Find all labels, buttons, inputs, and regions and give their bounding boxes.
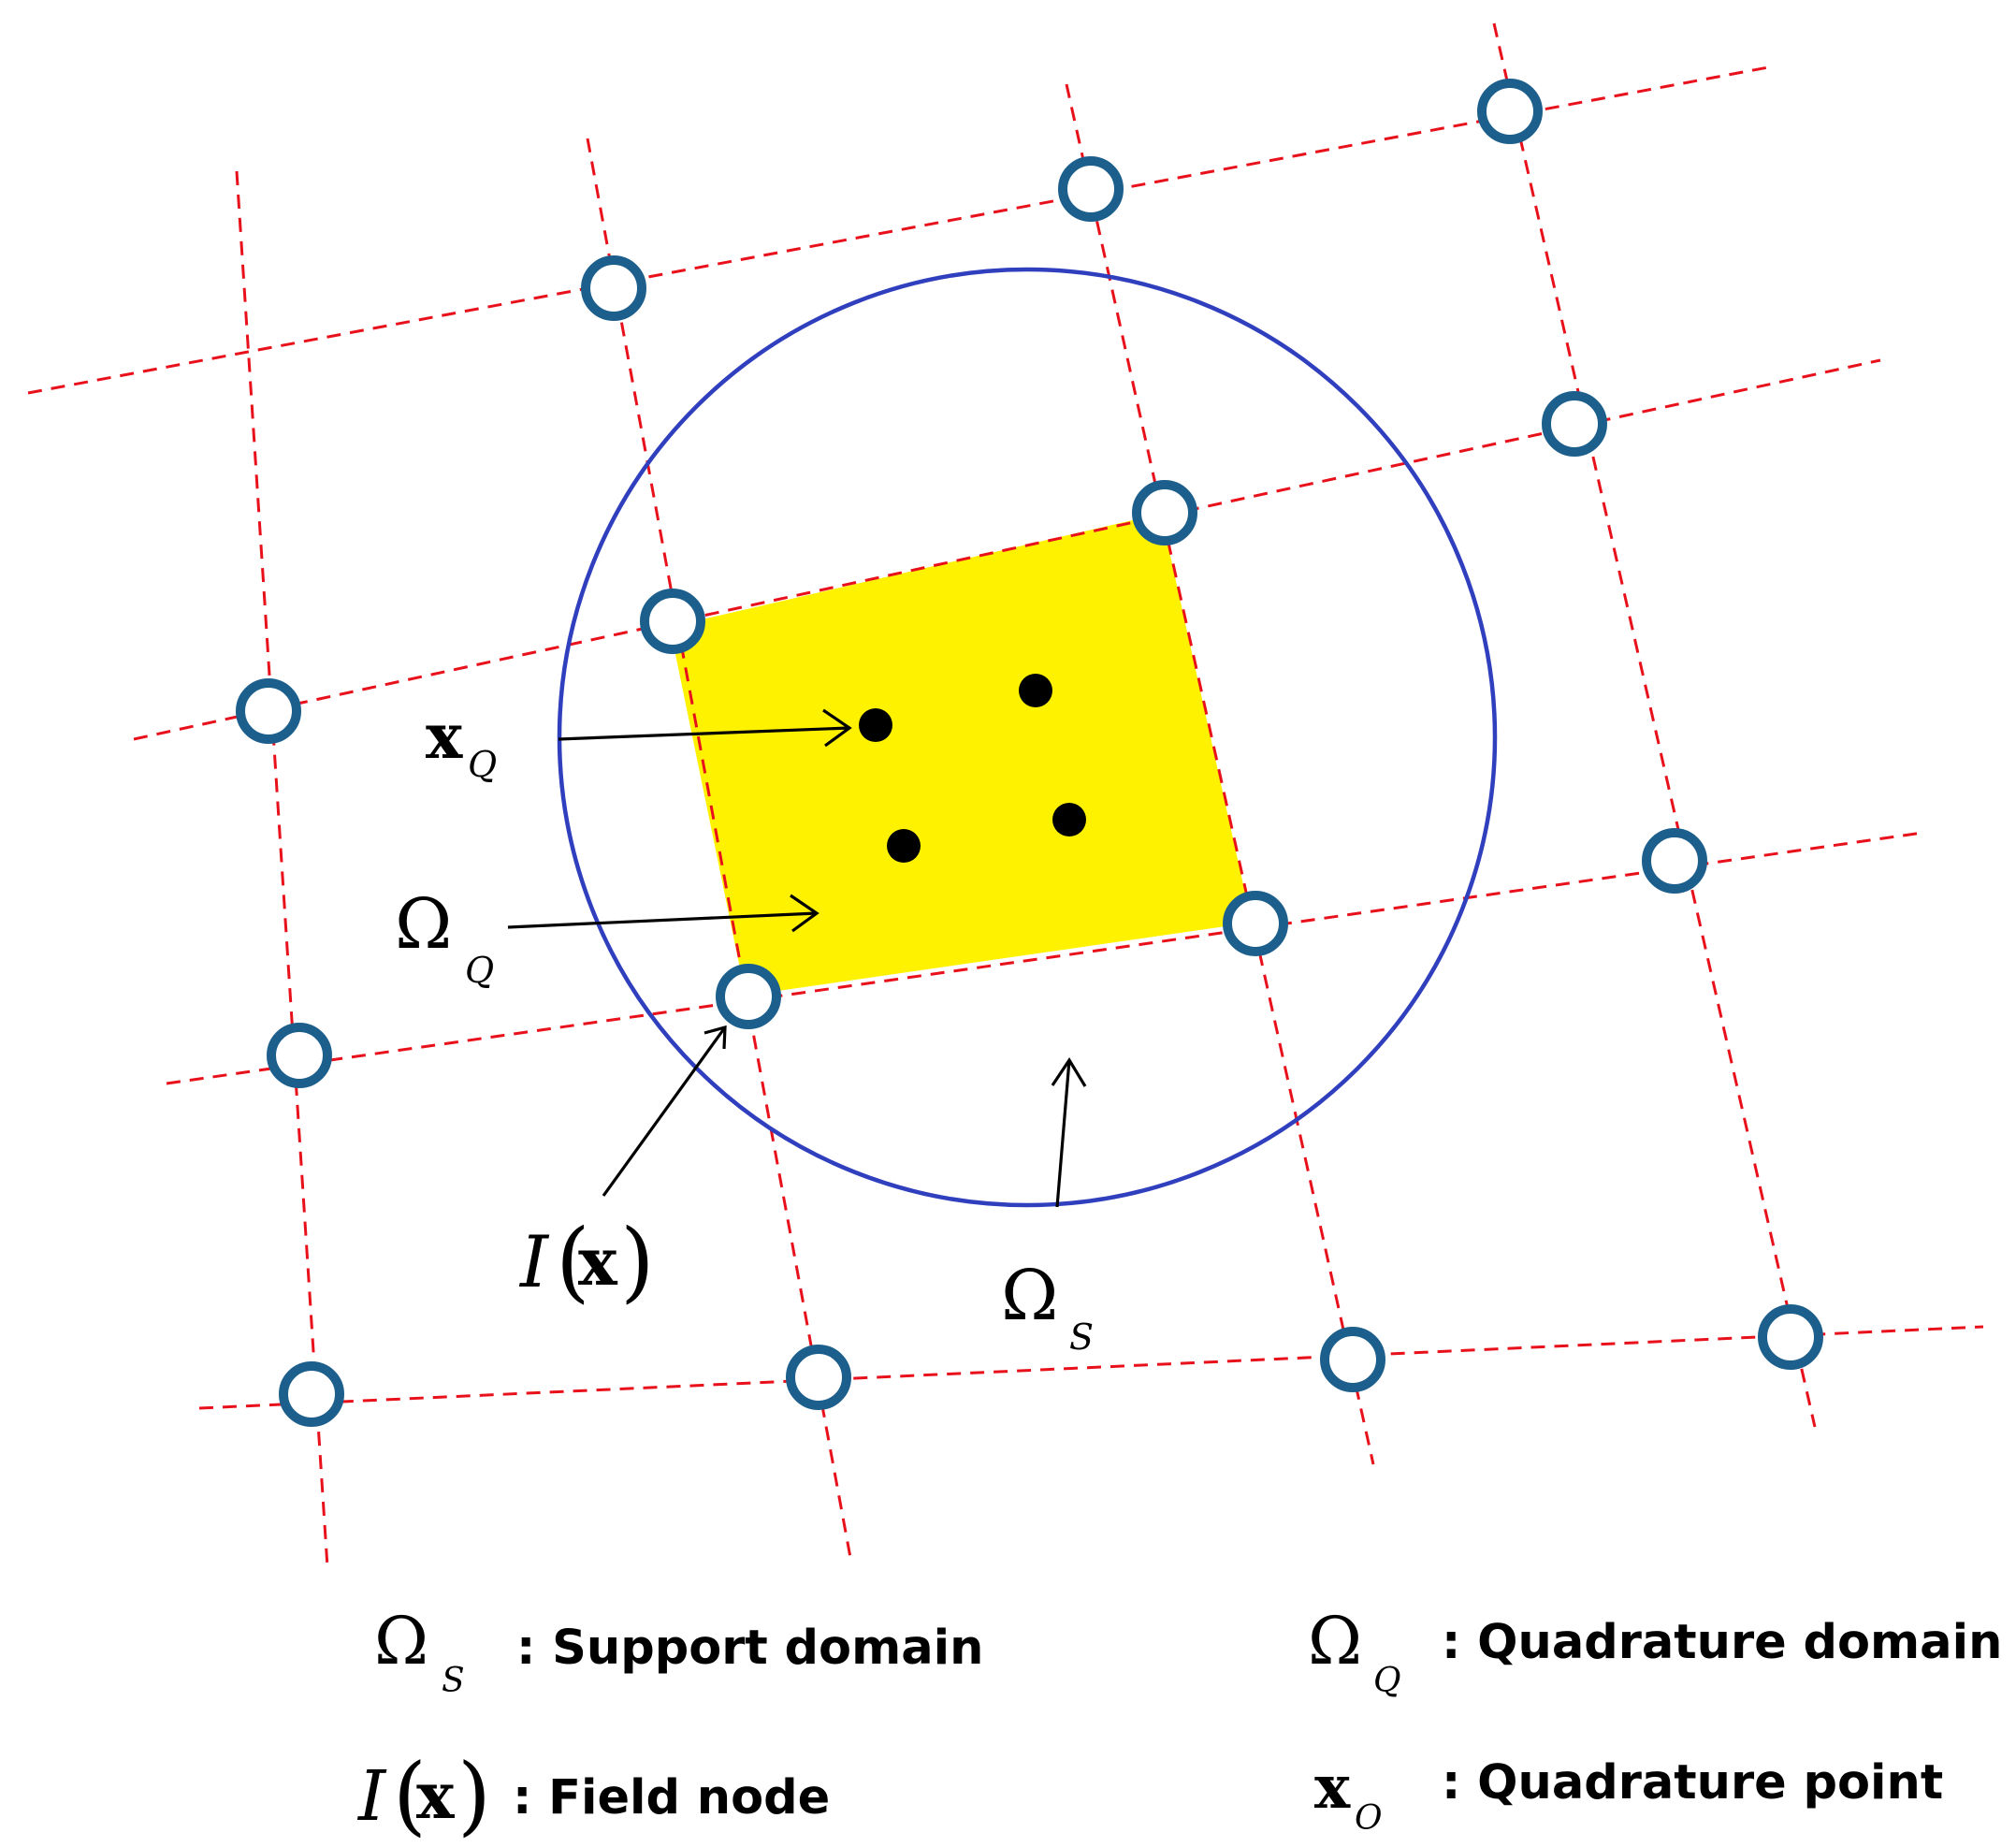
- legend-support-domain: Ω S : Support domain: [374, 1603, 983, 1700]
- field-nodes: [236, 79, 1823, 1427]
- label-omega-q-omega: Ω: [395, 884, 452, 965]
- legend-quadrature-point-text: : Quadrature point: [1442, 1755, 1943, 1811]
- legend-quadrature-domain: Ω Q : Quadrature domain: [1308, 1603, 2002, 1700]
- field-node: [1542, 391, 1607, 457]
- field-node: [716, 964, 781, 1029]
- grid-line-vertical-2: [586, 138, 853, 1563]
- label-omega-q-sub: Q: [465, 950, 494, 991]
- legend-field-i: I: [356, 1756, 387, 1837]
- grid-line-horizontal-3: [166, 831, 1923, 1085]
- legend-field-x: x: [416, 1759, 455, 1834]
- arrow-omega-s-head: [1051, 1057, 1087, 1087]
- legend-field-node: I ( x ) : Field node: [356, 1745, 830, 1845]
- legend-quadrature-domain-text: : Quadrature domain: [1442, 1615, 2002, 1670]
- arrow-xq-head: [822, 708, 852, 748]
- quadrature-point: [859, 708, 892, 742]
- legend-xo-x: x: [1314, 1752, 1351, 1823]
- legend-omega-q: Ω: [1308, 1603, 1362, 1680]
- label-omega-s-omega: Ω: [1001, 1256, 1058, 1336]
- label-field-i: I: [518, 1220, 550, 1303]
- label-xq: x Q: [426, 700, 497, 785]
- field-node: [1642, 828, 1707, 894]
- legend-field-node-text: : Field node: [513, 1770, 830, 1825]
- field-node: [1758, 1304, 1823, 1370]
- label-omega-s: Ω S: [1001, 1256, 1094, 1358]
- field-node: [640, 589, 705, 654]
- legend-omega-q-sub: Q: [1373, 1662, 1401, 1700]
- label-field-lparen: (: [556, 1211, 590, 1313]
- quadrature-point: [1052, 803, 1086, 836]
- arrow-field-node: [602, 1026, 727, 1197]
- legend-quadrature-point: x O : Quadrature point: [1314, 1752, 1943, 1838]
- legend-omega-s: Ω: [374, 1603, 428, 1680]
- quadrature-point: [887, 829, 921, 863]
- grid-line-vertical-4: [1492, 22, 1817, 1428]
- label-field-x: x: [578, 1223, 618, 1301]
- field-node: [1320, 1327, 1385, 1392]
- legend-field-lparen: (: [393, 1745, 427, 1845]
- arrow-omega-s: [1055, 1059, 1071, 1208]
- arrow-omega-q: [507, 911, 818, 929]
- legend: Ω S : Support domain Ω Q : Quadrature do…: [356, 1603, 2002, 1845]
- field-node: [236, 678, 301, 744]
- label-field-rparen: ): [620, 1211, 655, 1313]
- label-omega-s-sub: S: [1069, 1316, 1094, 1358]
- label-field-node: I ( x ): [518, 1211, 655, 1313]
- field-node: [1058, 156, 1124, 222]
- grid-line-vertical-1: [235, 170, 329, 1568]
- background-grid: [27, 22, 1984, 1568]
- label-omega-q: Ω Q: [395, 884, 494, 991]
- quadrature-point: [1019, 674, 1052, 707]
- grid-line-horizontal-2: [133, 358, 1881, 741]
- support-domain-circle: [557, 267, 1498, 1208]
- annotation-arrows: [507, 708, 1087, 1208]
- arrow-xq: [558, 726, 850, 741]
- label-xq-x: x: [426, 700, 463, 773]
- legend-field-rparen: ): [457, 1745, 491, 1845]
- legend-support-domain-text: : Support domain: [516, 1621, 983, 1676]
- field-node: [267, 1023, 332, 1088]
- grid-line-horizontal-4: [198, 1325, 1984, 1410]
- field-node: [279, 1361, 344, 1427]
- grid-line-vertical-3: [1065, 83, 1375, 1465]
- field-node: [1477, 79, 1543, 144]
- legend-omega-s-sub: S: [442, 1662, 465, 1700]
- legend-xo-sub: O: [1355, 1799, 1383, 1838]
- quadrature-points: [859, 674, 1086, 863]
- field-node: [581, 255, 646, 321]
- field-node: [1132, 480, 1197, 545]
- quadrature-domain-cell: [670, 514, 1252, 996]
- arrow-omega-q-head: [790, 894, 819, 933]
- grid-line-horizontal-1: [27, 65, 1769, 395]
- field-node: [786, 1345, 851, 1410]
- field-node: [1223, 891, 1288, 956]
- label-xq-sub: Q: [468, 744, 497, 785]
- arrow-field-node-head: [703, 1025, 727, 1050]
